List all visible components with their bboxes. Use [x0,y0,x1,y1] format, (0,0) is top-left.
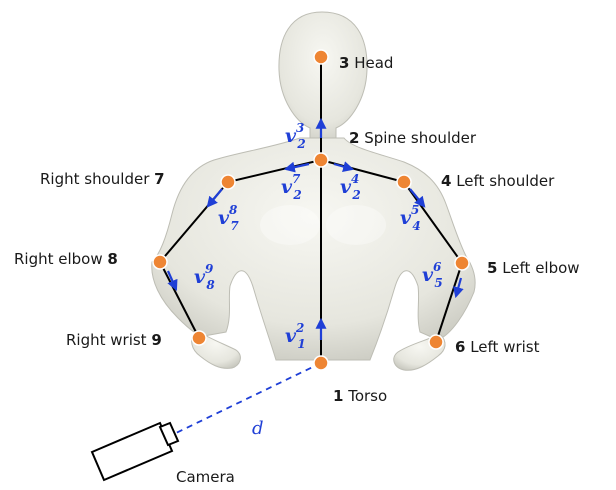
camera-body [92,423,172,480]
camera-distance-line [176,363,321,433]
mannequin-torso [152,138,475,360]
camera-icon [92,423,178,480]
joint-marker-torso [314,356,328,370]
joint-label-left-elbow: 5 Left elbow [487,259,580,277]
joint-label-head: 3 Head [339,54,393,72]
joint-marker-right-wrist [192,331,206,345]
joint-marker-right-elbow [153,255,167,269]
joint-label-right-elbow: Right elbow 8 [14,250,118,268]
joint-label-left-shoulder: 4 Left shoulder [441,172,555,190]
joint-marker-left-wrist [429,335,443,349]
joint-marker-right-shoulder [221,175,235,189]
joint-marker-left-elbow [455,256,469,270]
joint-label-torso: 1 Torso [333,387,387,405]
camera-label: Camera [176,468,235,486]
joint-label-right-shoulder: Right shoulder 7 [40,170,165,188]
distance-label: d [252,418,264,439]
joint-label-left-wrist: 6 Left wrist [455,338,540,356]
mannequin-right-pec [326,205,386,245]
joint-marker-left-shoulder [397,175,411,189]
joint-marker-head [314,50,328,64]
mannequin-left-pec [260,205,320,245]
mannequin-figure [152,12,475,370]
joint-label-spine-shoulder: 2 Spine shoulder [349,129,477,147]
joint-marker-spine-shoulder [314,153,328,167]
joint-label-right-wrist: Right wrist 9 [66,331,162,349]
